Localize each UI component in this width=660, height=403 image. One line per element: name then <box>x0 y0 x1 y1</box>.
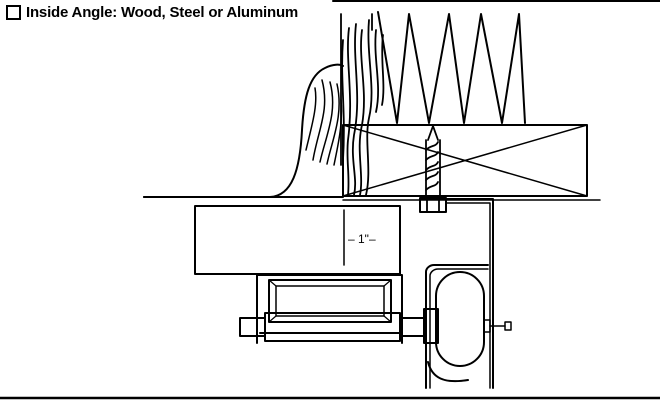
header: Inside Angle: Wood, Steel or Aluminum <box>6 4 298 21</box>
header-block-diagonal-2 <box>342 124 588 197</box>
roller-tube <box>239 308 439 344</box>
dimension-label: – 1"– <box>348 232 376 246</box>
bolt-icon <box>483 319 512 333</box>
mounting-bracket <box>425 264 489 389</box>
motor-frame <box>256 274 403 344</box>
header-block <box>342 124 588 197</box>
trim-moulding <box>143 63 344 198</box>
insulation-zigzag <box>377 11 526 124</box>
wood-stud <box>340 13 385 196</box>
title: Inside Angle: Wood, Steel or Aluminum <box>26 4 299 21</box>
inside-angle-bracket <box>419 198 494 389</box>
checkbox-icon[interactable] <box>6 5 21 20</box>
